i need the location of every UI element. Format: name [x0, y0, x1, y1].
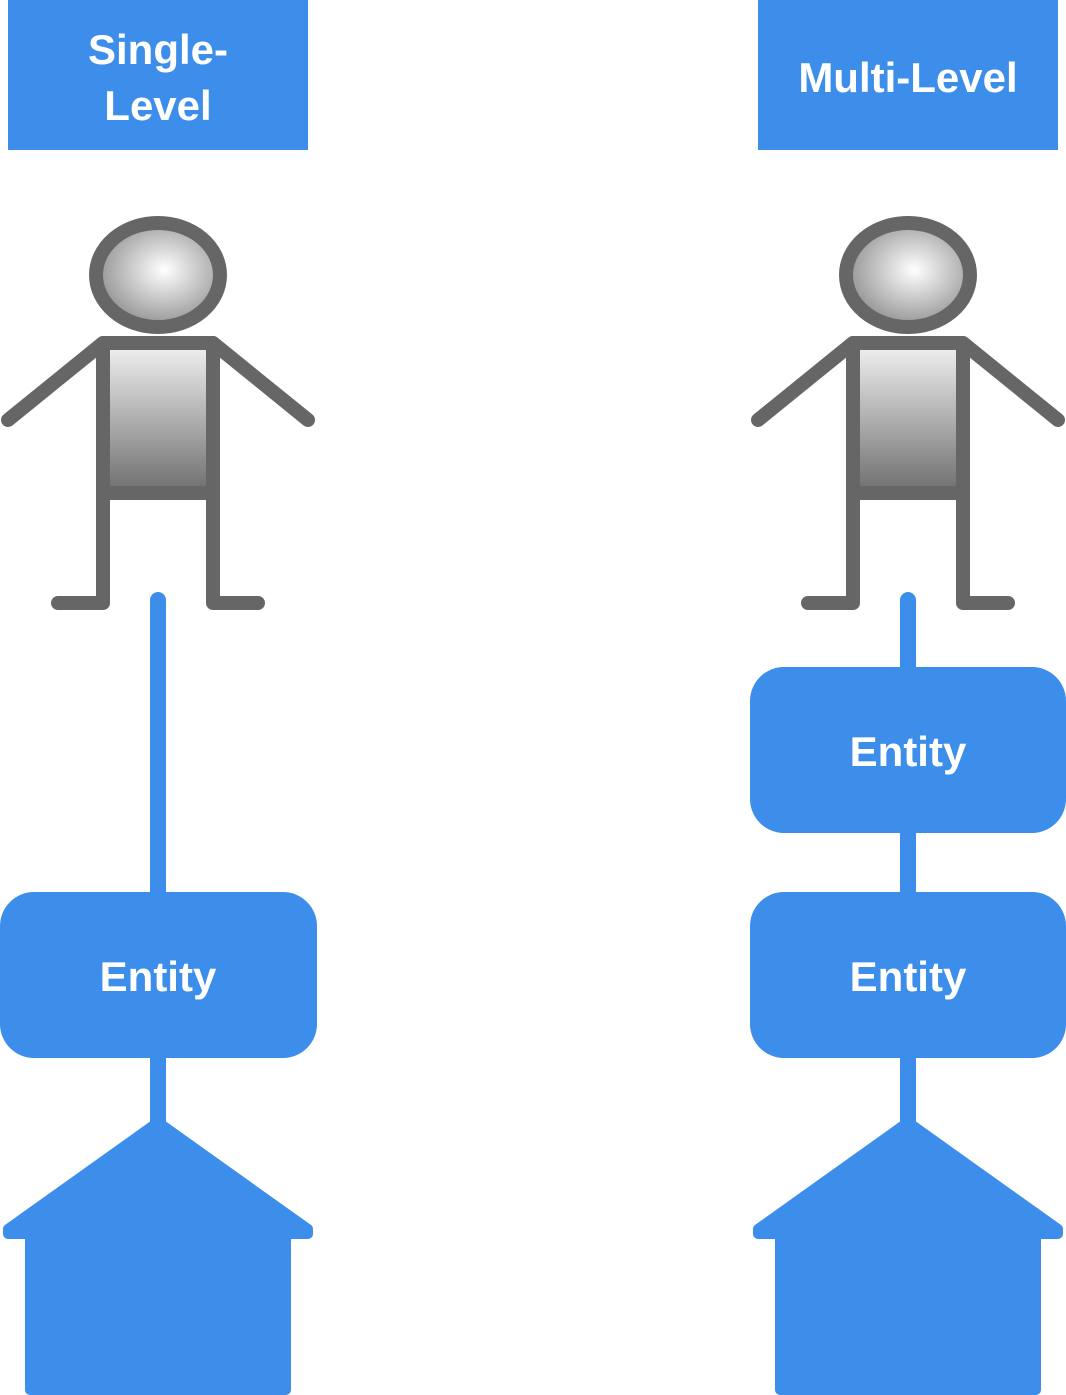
single-level-header: Single- Level: [8, 0, 308, 150]
entity-box: Entity: [750, 892, 1066, 1058]
multi-level-column: Multi-Level Entity Entity: [750, 0, 1066, 1390]
person-icon: [758, 223, 1058, 603]
single-level-column: Single- Level Entity: [0, 0, 317, 1390]
house-icon: [758, 1122, 1058, 1390]
multi-level-header: Multi-Level: [758, 0, 1058, 150]
single-level-header-box: [8, 0, 308, 150]
entity-label: Entity: [850, 953, 967, 1000]
single-level-header-line2: Level: [104, 82, 211, 129]
multi-level-header-text: Multi-Level: [798, 54, 1017, 101]
entity-label: Entity: [100, 953, 217, 1000]
entity-box: Entity: [750, 667, 1066, 833]
single-level-header-line1: Single-: [88, 26, 228, 73]
person-icon: [8, 223, 308, 603]
house-icon: [8, 1122, 308, 1390]
multi-level-header-box: [758, 0, 1058, 150]
entity-label: Entity: [850, 728, 967, 775]
entity-box: Entity: [0, 892, 317, 1058]
